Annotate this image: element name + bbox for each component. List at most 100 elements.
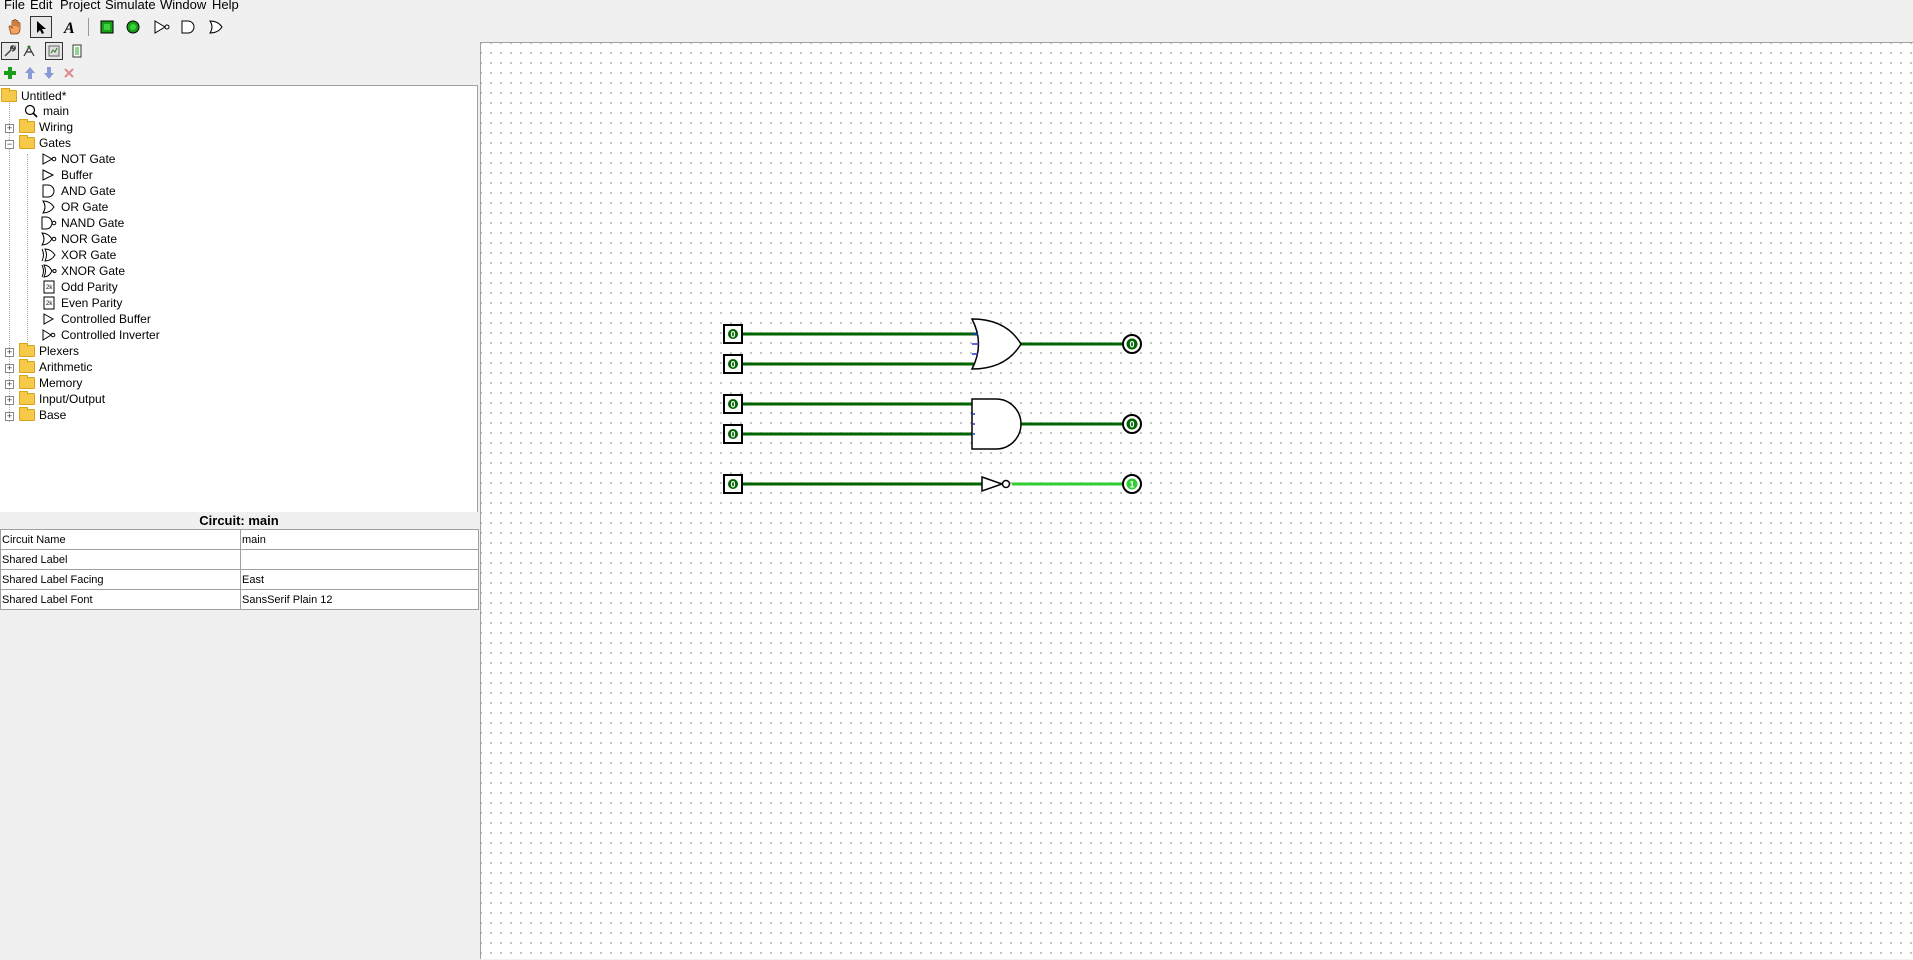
expand-memory-toggle[interactable]: + [5, 379, 14, 389]
appearance-view-button[interactable] [68, 42, 86, 60]
attr-value-circuit-name[interactable]: main [240, 529, 479, 550]
tree-folder-base[interactable]: Base [19, 407, 66, 423]
simulation-view-button[interactable] [20, 42, 38, 60]
menu-help[interactable]: Help [212, 0, 239, 12]
tree-item-nor-gate[interactable]: NOR Gate [41, 231, 117, 247]
tree-circuit-main[interactable]: main [23, 103, 69, 119]
input-pin[interactable]: 0 [723, 324, 743, 344]
item-label: Controlled Inverter [61, 328, 160, 342]
and-gate[interactable] [971, 398, 1022, 450]
expand-wiring-toggle[interactable]: + [5, 123, 14, 133]
input-pin[interactable]: 0 [723, 424, 743, 444]
item-label: OR Gate [61, 200, 109, 214]
text-tool-button[interactable]: A [59, 16, 81, 38]
project-label: Untitled* [21, 89, 67, 103]
svg-text:2k: 2k [46, 301, 53, 307]
circuit-canvas[interactable]: 0 0 0 0 0 0 0 [480, 42, 1913, 959]
tree-item-and-gate[interactable]: AND Gate [41, 183, 116, 199]
attr-value-shared-label[interactable] [240, 549, 479, 570]
not-gate[interactable] [981, 475, 1011, 493]
tree-item-controlled-buffer[interactable]: Controlled Buffer [41, 311, 151, 327]
output-pin[interactable]: 0 [1122, 414, 1142, 434]
folder-icon [19, 135, 35, 149]
tree-item-buffer[interactable]: Buffer [41, 167, 93, 183]
input-pin[interactable]: 0 [723, 394, 743, 414]
add-input-pin-button[interactable] [96, 16, 118, 38]
pin-value: 0 [730, 480, 735, 490]
or-gate-icon [42, 200, 55, 214]
or-gate[interactable] [970, 318, 1022, 370]
arrow-up-icon [25, 67, 35, 79]
tree-folder-memory[interactable]: Memory [19, 375, 82, 391]
toolbox-view-button[interactable] [1, 42, 19, 60]
item-label: NOR Gate [61, 232, 118, 246]
controlled-buffer-icon [43, 313, 55, 325]
move-down-button[interactable] [43, 66, 55, 83]
expand-io-toggle[interactable]: + [5, 395, 14, 405]
output-pin[interactable]: 0 [1122, 334, 1142, 354]
table-row: Circuit Name main [0, 529, 479, 550]
input-pin[interactable]: 0 [723, 474, 743, 494]
tree-item-xor-gate[interactable]: XOR Gate [41, 247, 116, 263]
menu-simulate[interactable]: Simulate [105, 0, 156, 12]
odd-parity-icon: 2k [43, 280, 55, 294]
wrench-icon [4, 45, 16, 57]
folder-label: Input/Output [39, 392, 106, 406]
folder-label: Memory [39, 376, 83, 390]
item-label: Buffer [61, 168, 93, 182]
expand-plexers-toggle[interactable]: + [5, 347, 14, 357]
menu-window[interactable]: Window [160, 0, 207, 12]
output-pin-icon [126, 20, 140, 34]
remove-circuit-button[interactable] [63, 67, 75, 82]
collapse-gates-toggle[interactable]: − [5, 139, 14, 149]
menu-file[interactable]: File [4, 0, 25, 12]
folder-icon [19, 359, 35, 373]
nand-gate-icon [41, 216, 57, 230]
tree-project-node[interactable]: Untitled* [1, 88, 66, 104]
tree-item-nand-gate[interactable]: NAND Gate [41, 215, 124, 231]
tree-item-xnor-gate[interactable]: XNOR Gate [41, 263, 125, 279]
pin-value: 0 [730, 330, 735, 340]
menu-edit[interactable]: Edit [30, 0, 53, 12]
layout-view-button[interactable] [45, 42, 63, 60]
and-gate-icon [42, 184, 55, 198]
tree-folder-wiring[interactable]: Wiring [19, 119, 73, 135]
add-not-gate-button[interactable] [151, 16, 173, 38]
menu-project[interactable]: Project [60, 0, 101, 12]
attr-value-label-font[interactable]: SansSerif Plain 12 [240, 589, 479, 610]
tree-folder-arithmetic[interactable]: Arithmetic [19, 359, 92, 375]
select-tool-button[interactable] [30, 16, 52, 38]
pin-value: 1 [1129, 480, 1134, 490]
poke-tool-button[interactable] [3, 16, 25, 38]
tree-folder-plexers[interactable]: Plexers [19, 343, 79, 359]
item-label: AND Gate [61, 184, 116, 198]
tree-item-not-gate[interactable]: NOT Gate [41, 151, 115, 167]
attr-key: Circuit Name [0, 529, 241, 550]
tree-item-or-gate[interactable]: OR Gate [41, 199, 108, 215]
expand-arithmetic-toggle[interactable]: + [5, 363, 14, 373]
tree-item-controlled-inverter[interactable]: Controlled Inverter [41, 327, 160, 343]
tree-item-even-parity[interactable]: 2k Even Parity [41, 295, 122, 311]
item-label: XOR Gate [61, 248, 117, 262]
attr-value-label-facing[interactable]: East [240, 569, 479, 590]
arrow-pointer-icon [37, 21, 46, 34]
add-or-gate-button[interactable] [205, 16, 227, 38]
move-up-button[interactable] [24, 66, 36, 83]
tree-item-odd-parity[interactable]: 2k Odd Parity [41, 279, 118, 295]
tree-folder-input-output[interactable]: Input/Output [19, 391, 105, 407]
or-gate-icon [209, 20, 223, 34]
pin-value: 0 [1129, 340, 1134, 350]
add-output-pin-button[interactable] [122, 16, 144, 38]
output-pin[interactable]: 1 [1122, 474, 1142, 494]
add-circuit-button[interactable] [3, 66, 17, 83]
pin-value: 0 [1129, 420, 1134, 430]
add-and-gate-button[interactable] [177, 16, 199, 38]
close-icon [64, 68, 74, 78]
text-a-icon: A [63, 20, 75, 36]
nor-gate-icon [41, 232, 57, 246]
attr-key: Shared Label [0, 549, 241, 570]
input-pin[interactable]: 0 [723, 354, 743, 374]
tree-folder-gates[interactable]: Gates [19, 135, 71, 151]
table-row: Shared Label [0, 549, 479, 570]
expand-base-toggle[interactable]: + [5, 411, 14, 421]
